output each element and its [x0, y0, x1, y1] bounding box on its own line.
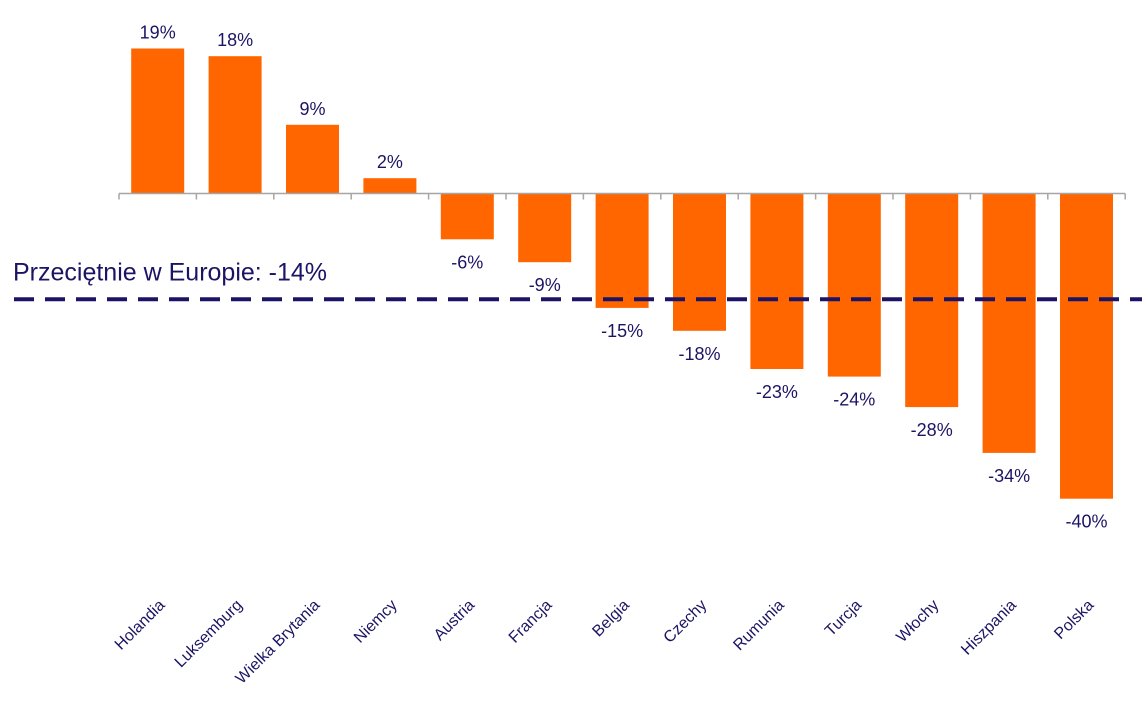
- average-reference-label: Przeciętnie w Europie: -14%: [13, 258, 327, 286]
- category-label-turcja: Turcja: [822, 597, 865, 640]
- category-label-austria: Austria: [431, 597, 478, 644]
- value-label-luksemburg: 18%: [217, 30, 253, 50]
- bar-luksemburg: [208, 56, 262, 194]
- bar-holandia: [131, 48, 185, 194]
- category-label-włochy: Włochy: [893, 597, 942, 646]
- bar-belgia: [595, 193, 649, 308]
- bar-niemcy: [363, 178, 417, 194]
- category-label-wielka-brytania: Wielka Brytania: [233, 597, 324, 688]
- bar-turcja: [827, 193, 881, 377]
- category-label-czechy: Czechy: [661, 597, 711, 647]
- value-label-niemcy: 2%: [377, 152, 403, 172]
- category-label-francja: Francja: [506, 597, 556, 647]
- bar-czechy: [673, 193, 726, 331]
- category-label-holandia: Holandia: [112, 597, 169, 654]
- bar-francja: [518, 193, 572, 263]
- value-label-group: 19% 18% 9% 2% -6% -9% -15% -18% -23% -24% -28% -34%…: [140, 23, 1108, 532]
- value-label-turcja: -24%: [833, 390, 875, 410]
- value-label-austria: -6%: [451, 252, 483, 272]
- x-axis: [118, 192, 1126, 200]
- bar-rumunia: [750, 193, 804, 369]
- category-label-hiszpania: Hiszpania: [958, 597, 1020, 659]
- value-label-wielka-brytania: 9%: [299, 99, 325, 119]
- bar-austria: [440, 193, 494, 240]
- category-label-niemcy: Niemcy: [351, 597, 401, 647]
- category-label-polska: Polska: [1051, 597, 1097, 643]
- bar-hiszpania: [982, 193, 1036, 453]
- value-label-hiszpania: -34%: [988, 466, 1030, 486]
- value-label-czechy: -18%: [678, 344, 720, 364]
- bar-wielka-brytania: [286, 124, 339, 194]
- value-label-polska: -40%: [1065, 512, 1107, 532]
- value-label-francja: -9%: [529, 275, 561, 295]
- category-label-luksemburg: Luksemburg: [172, 597, 246, 671]
- value-label-belgia: -15%: [601, 321, 643, 341]
- bar-polska: [1060, 193, 1113, 499]
- category-label-rumunia: Rumunia: [730, 597, 787, 654]
- category-label-belgia: Belgia: [589, 597, 633, 641]
- value-label-włochy: -28%: [911, 420, 953, 440]
- value-label-holandia: 19%: [140, 23, 176, 43]
- reference-line-group: Przeciętnie w Europie: -14%: [13, 258, 1142, 302]
- value-label-rumunia: -23%: [756, 382, 798, 402]
